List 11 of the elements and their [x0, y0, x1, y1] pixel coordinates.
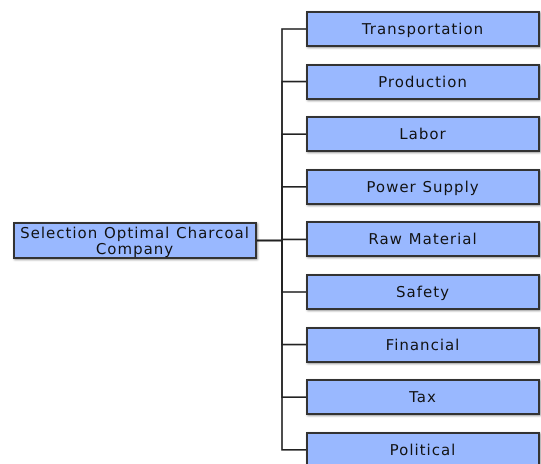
category-box: Power Supply — [306, 168, 540, 205]
category-box: Tax — [306, 379, 540, 416]
category-box: Production — [306, 64, 540, 100]
category-box: Transportation — [306, 11, 540, 47]
category-box: Financial — [306, 326, 540, 363]
category-box: Raw Material — [306, 221, 540, 258]
category-box: Political — [306, 432, 540, 464]
connector-line — [257, 240, 306, 451]
category-box: Safety — [306, 274, 540, 310]
root-box: Selection Optimal Charcoal Company — [13, 222, 257, 259]
category-box: Labor — [306, 116, 540, 152]
